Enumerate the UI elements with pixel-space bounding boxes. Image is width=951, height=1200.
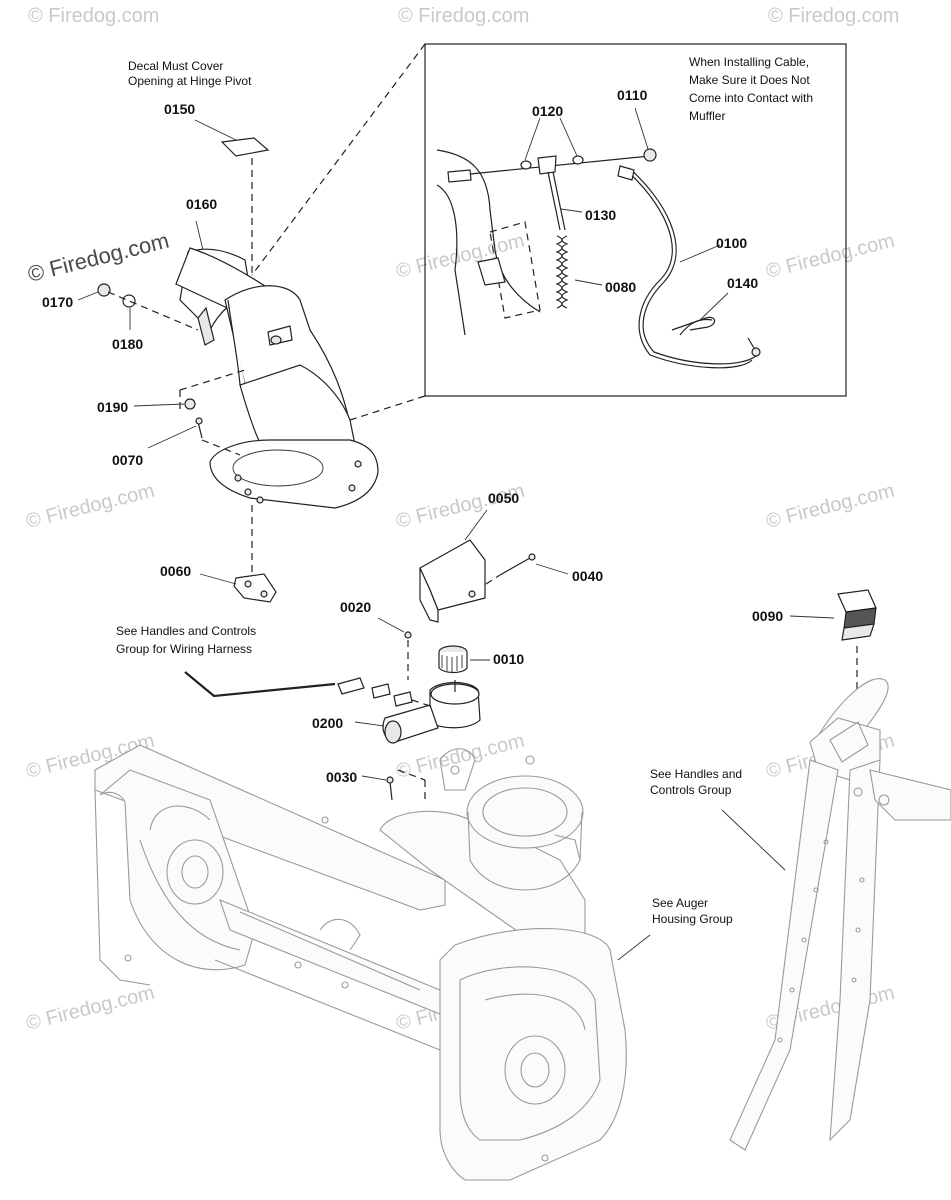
handle-group (721, 589, 951, 1151)
part-label-0110: 0110 (617, 87, 648, 103)
chute-motor-assembly (184, 509, 569, 801)
decal-note: Decal Must Cover Opening at Hinge Pivot (128, 59, 252, 88)
watermark: © Firedog.com (28, 5, 159, 27)
handles-note-line: See Handles and (650, 767, 742, 781)
watermark: © Firedog.com (768, 5, 899, 27)
part-label-0090: 0090 (752, 608, 783, 624)
part-label-0190: 0190 (97, 399, 128, 415)
part-label-0180: 0180 (112, 336, 143, 352)
notes: Decal Must Cover Opening at Hinge Pivot … (116, 55, 816, 926)
part-label-0130: 0130 (585, 207, 616, 223)
part-label-0160: 0160 (186, 196, 217, 212)
part-label-0140: 0140 (727, 275, 758, 291)
decal-note-line: Decal Must Cover (128, 59, 223, 73)
auger-note-line: See Auger (652, 896, 708, 910)
auger-note: See Auger Housing Group (652, 896, 733, 926)
handles-note: See Handles and Controls Group (650, 767, 745, 797)
watermark: © Firedog.com (764, 230, 897, 283)
part-label-0030: 0030 (326, 769, 357, 785)
part-label-0150: 0150 (164, 101, 195, 117)
handles-note-line: Controls Group (650, 783, 732, 797)
watermark: © Firedog.com (398, 5, 529, 27)
part-label-0010: 0010 (493, 651, 524, 667)
cable-note-line: Make Sure it Does Not (689, 73, 810, 87)
part-label-0050: 0050 (488, 490, 519, 506)
watermark: © Firedog.com (24, 480, 157, 533)
watermark: © Firedog.com (394, 230, 527, 283)
part-label-0170: 0170 (42, 294, 73, 310)
auger-housing (94, 744, 651, 1181)
cable-note-line: When Installing Cable, (689, 55, 809, 69)
cable-note-line: Muffler (689, 109, 725, 123)
part-label-0020: 0020 (340, 599, 371, 615)
part-label-0060: 0060 (160, 563, 191, 579)
watermark: © Firedog.com (764, 480, 897, 533)
wiring-note-line: Group for Wiring Harness (116, 642, 252, 656)
discharge-chute (77, 119, 379, 603)
cable-note-line: Come into Contact with (689, 91, 813, 105)
cable-note: When Installing Cable, Make Sure it Does… (689, 55, 816, 123)
decal-note-line: Opening at Hinge Pivot (128, 74, 252, 88)
part-label-0040: 0040 (572, 568, 603, 584)
part-label-0120: 0120 (532, 103, 563, 119)
wiring-note-line: See Handles and Controls (116, 624, 256, 638)
watermark: © Firedog.com (394, 730, 527, 783)
part-label-0070: 0070 (112, 452, 143, 468)
watermark-prominent: © Firedog.com (25, 228, 171, 287)
watermark: © Firedog.com (24, 982, 157, 1035)
part-labels: 0010 0020 0030 0040 0050 0060 0070 0080 … (42, 87, 783, 785)
auger-note-line: Housing Group (652, 912, 733, 926)
wiring-note: See Handles and Controls Group for Wirin… (116, 624, 259, 656)
watermark: © Firedog.com (394, 480, 527, 533)
part-label-0200: 0200 (312, 715, 343, 731)
part-label-0100: 0100 (716, 235, 747, 251)
cable-detail-inset (251, 43, 847, 421)
part-label-0080: 0080 (605, 279, 636, 295)
decal-shape (220, 137, 270, 157)
